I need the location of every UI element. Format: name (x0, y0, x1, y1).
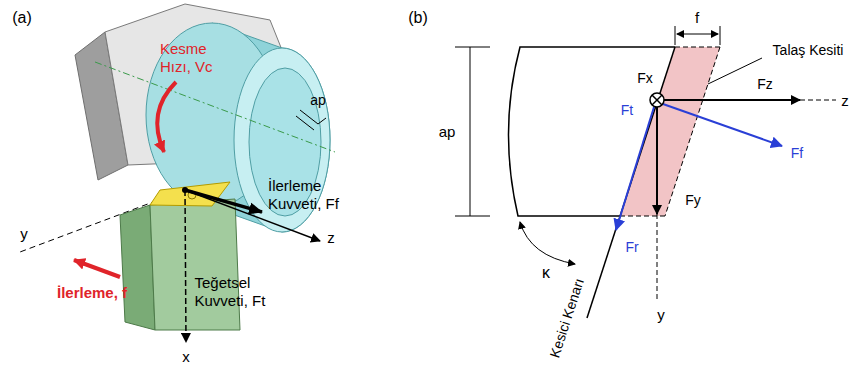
y-axis-b (657, 214, 658, 302)
axis-label: y (657, 306, 665, 324)
panel-tag: (b) (408, 8, 428, 27)
fz-arrow (664, 99, 800, 101)
feed-force-arrow (185, 190, 262, 212)
dimension-label: f (695, 9, 699, 27)
depth-mark (296, 110, 326, 130)
kappa-arc (520, 222, 575, 264)
feed-arrow (74, 260, 120, 277)
force-label: Teğetsel Kuvveti, Ft (195, 274, 290, 310)
dimension-label: ap (439, 123, 456, 141)
section-label: Talaş Kesiti (773, 42, 844, 59)
fx-symbol (650, 93, 664, 107)
force-label: Fr (625, 239, 638, 256)
axis-label: z (841, 92, 849, 110)
force-label: Fz (757, 76, 773, 93)
fy-arrow (656, 107, 658, 214)
panel-tag: (a) (12, 8, 32, 27)
force-label: Fx (637, 70, 653, 87)
dimension-label: ap (310, 92, 326, 109)
ap-dimension (455, 47, 490, 216)
chip-outline (620, 47, 720, 216)
angle-label: κ (542, 263, 550, 282)
fr-arrow (616, 107, 654, 230)
axis-label: x (182, 348, 190, 366)
origin-dot (182, 187, 188, 193)
feed-label: İlerleme, f (57, 284, 127, 302)
cutting-edge (587, 47, 675, 318)
workpiece-profile (508, 47, 675, 216)
speed-label: Kesme Hızı, Vc (160, 40, 240, 76)
x-axis (185, 190, 186, 342)
axis-label: z (327, 229, 335, 247)
force-label: Ff (791, 145, 803, 162)
force-label: Fy (685, 192, 701, 209)
speed-arrow (157, 82, 176, 152)
axis-label: y (20, 225, 28, 243)
chip-section (620, 47, 720, 216)
leader-line (708, 58, 762, 84)
force-label: Ft (621, 102, 633, 119)
ff-arrow (663, 104, 782, 146)
f-dimension (675, 26, 720, 45)
z-axis-b (800, 100, 836, 101)
force-label: İlerleme Kuvveti, Ff (268, 177, 368, 213)
edge-label: Kesici Kenarı (546, 276, 587, 360)
